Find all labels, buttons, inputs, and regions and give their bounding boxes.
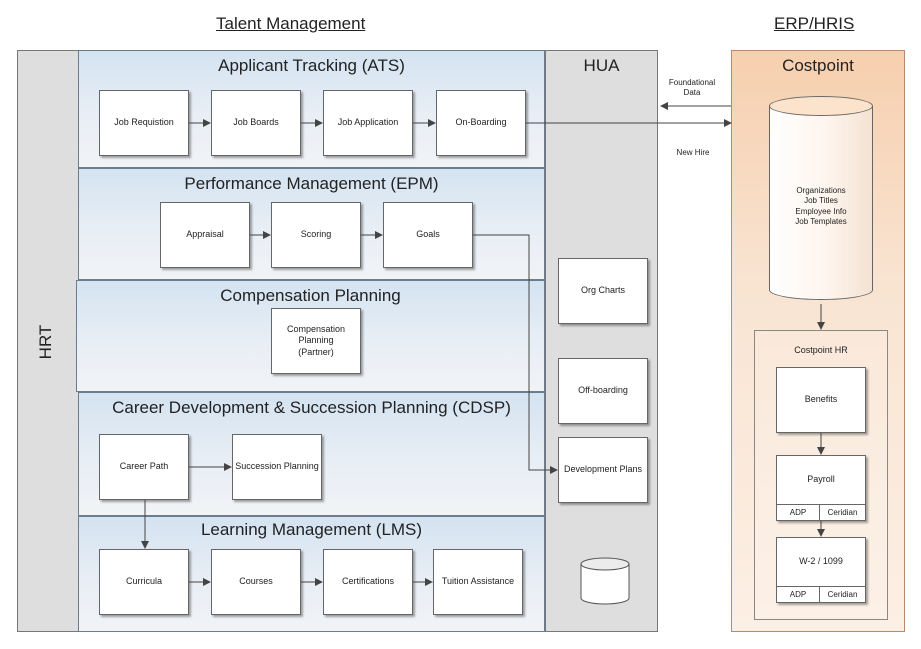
job-requisition-box[interactable]: Job Requistion [99, 90, 189, 156]
hrt-panel [17, 50, 79, 632]
org-charts-box[interactable]: Org Charts [558, 258, 648, 324]
development-plans-box[interactable]: Development Plans [558, 437, 648, 503]
erp-hris-heading: ERP/HRIS [774, 14, 855, 33]
compensation-title: Compensation Planning [220, 286, 401, 305]
w2-1099-box[interactable]: W-2 / 1099 ADP Ceridian [776, 537, 866, 603]
costpoint-hr-title: Costpoint HR [794, 345, 848, 355]
off-boarding-box[interactable]: Off-boarding [558, 358, 648, 424]
costpoint-database-top [769, 96, 873, 116]
compensation-line-2: Planning [298, 335, 334, 346]
payroll-box[interactable]: Payroll ADP Ceridian [776, 455, 866, 521]
hua-panel [545, 50, 658, 632]
ats-title: Applicant Tracking (ATS) [218, 56, 405, 75]
courses-box[interactable]: Courses [211, 549, 301, 615]
certifications-box[interactable]: Certifications [323, 549, 413, 615]
costpoint-title: Costpoint [782, 56, 854, 75]
hua-database-icon [580, 557, 630, 605]
costpoint-database-items: Organizations Job Titles Employee Info J… [769, 186, 873, 228]
foundational-line-2: Data [683, 88, 701, 98]
job-application-box[interactable]: Job Application [323, 90, 413, 156]
db-item-employee-info: Employee Info [795, 206, 847, 216]
cdsp-title: Career Development & Succession Planning… [112, 398, 511, 417]
lms-title: Learning Management (LMS) [200, 520, 423, 539]
db-item-organizations: Organizations [796, 186, 846, 195]
foundational-line-1: Foundational [668, 78, 716, 87]
w2-1099-label: W-2 / 1099 [799, 556, 843, 567]
appraisal-box[interactable]: Appraisal [160, 202, 250, 268]
scoring-box[interactable]: Scoring [271, 202, 361, 268]
succession-planning-box[interactable]: Succession Planning [232, 434, 322, 500]
payroll-provider-row: ADP Ceridian [777, 504, 865, 520]
tuition-assistance-box[interactable]: Tuition Assistance [433, 549, 523, 615]
costpoint-database-body [769, 106, 873, 300]
hua-label: HUA [583, 56, 620, 75]
payroll-label: Payroll [807, 474, 835, 485]
curricula-box[interactable]: Curricula [99, 549, 189, 615]
w2-adp-cell: ADP [777, 586, 820, 602]
compensation-line-1: Compensation [286, 324, 346, 335]
talent-management-heading: Talent Management [216, 14, 366, 33]
benefits-box[interactable]: Benefits [776, 367, 866, 433]
w2-provider-row: ADP Ceridian [777, 586, 865, 602]
goals-box[interactable]: Goals [383, 202, 473, 268]
career-path-box[interactable]: Career Path [99, 434, 189, 500]
epm-title: Performance Management (EPM) [184, 174, 439, 193]
db-item-job-templates: Job Templates [795, 217, 847, 227]
compensation-planning-box[interactable]: Compensation Planning (Partner) [271, 308, 361, 374]
compensation-line-3: (Partner) [298, 346, 334, 357]
foundational-data-label: Foundational Data [656, 78, 728, 99]
payroll-adp-cell: ADP [777, 504, 820, 520]
hrt-label: HRT [36, 324, 55, 360]
new-hire-label: New Hire [676, 148, 710, 157]
w2-ceridian-cell: Ceridian [820, 586, 865, 602]
db-item-job-titles: Job Titles [804, 196, 838, 206]
on-boarding-box[interactable]: On-Boarding [436, 90, 526, 156]
payroll-ceridian-cell: Ceridian [820, 504, 865, 520]
job-boards-box[interactable]: Job Boards [211, 90, 301, 156]
